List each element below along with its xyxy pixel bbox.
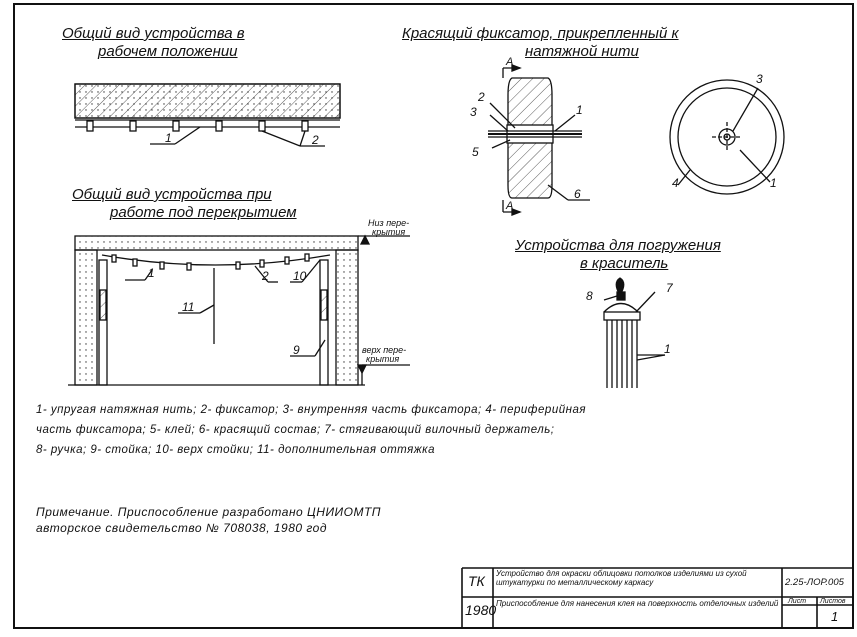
title-block-title-2: Приспособление для нанесения клея на пов… [496,599,779,608]
legend-line-3: 8- ручка; 9- стойка; 10- верх стойки; 11… [36,444,436,456]
ceiling-bottom-label-1: Низ пере- [368,218,410,228]
heading-clamp-line1: Красящий фиксатор, прикрепленный к [402,25,679,42]
callout-9: 9 [293,343,300,357]
section-a-top: А [506,56,514,68]
callout-1c: 1 [576,103,583,117]
heading-dipping-line2: в краситель [580,255,669,272]
title-block-sheets-value: 1 [831,609,839,624]
callout-4: 4 [672,176,679,190]
callout-10: 10 [293,269,307,283]
ceiling-bottom-label-2: крытия [372,227,406,237]
callout-1: 1 [165,131,172,145]
legend-line-1: 1- упругая натяжная нить; 2- фиксатор; 3… [36,404,586,416]
heading-working-view-line2: рабочем положении [98,43,238,60]
heading-clamp-line2: натяжной нити [525,43,639,60]
clamp-section-view [488,64,590,216]
callout-1b: 1 [148,266,155,280]
callout-6: 6 [574,187,581,201]
sheet-frame [13,3,854,629]
callout-2: 2 [312,133,319,147]
title-block-title-1: Устройство для окраски облицовки потолко… [496,569,747,587]
callout-3b: 3 [756,72,763,86]
heading-ceiling-view-line2: работе под перекрытием [110,204,297,221]
title-block [461,567,853,628]
callout-2b: 2 [262,269,269,283]
dipping-device-view [603,277,666,388]
title-block-code: 2.25-ЛОР.005 [785,577,844,588]
callout-5: 5 [472,145,479,159]
callout-11: 11 [182,300,195,314]
note-line-2: авторское свидетельство № 708038, 1980 г… [36,521,327,535]
note-line-1: Примечание. Приспособление разработано Ц… [36,505,381,519]
floor-top-label-1: верх пере- [362,345,407,355]
clamp-front-view [669,79,785,195]
slab-view [74,83,341,147]
legend-line-2: часть фиксатора; 5- клей; 6- красящий со… [36,424,555,436]
heading-ceiling-view-line1: Общий вид устройства при [72,186,272,203]
title-block-sheet-label: Лист [788,598,807,605]
callout-1d: 1 [770,176,777,190]
floor-top-label-2: крытия [366,354,400,364]
heading-working-view-line1: Общий вид устройства в [62,25,245,42]
callout-1e: 1 [664,342,671,356]
callout-8: 8 [586,289,593,303]
title-block-sheets-label: Листов [820,598,846,605]
callout-7: 7 [666,281,673,295]
title-block-org: ТК [468,573,485,589]
heading-dipping-line1: Устройства для погружения [515,237,721,254]
callout-2c: 2 [478,90,485,104]
title-block-year: 1980 [465,602,497,618]
ceiling-view [68,234,410,386]
callout-3: 3 [470,105,477,119]
section-a-bottom: А [506,200,514,212]
